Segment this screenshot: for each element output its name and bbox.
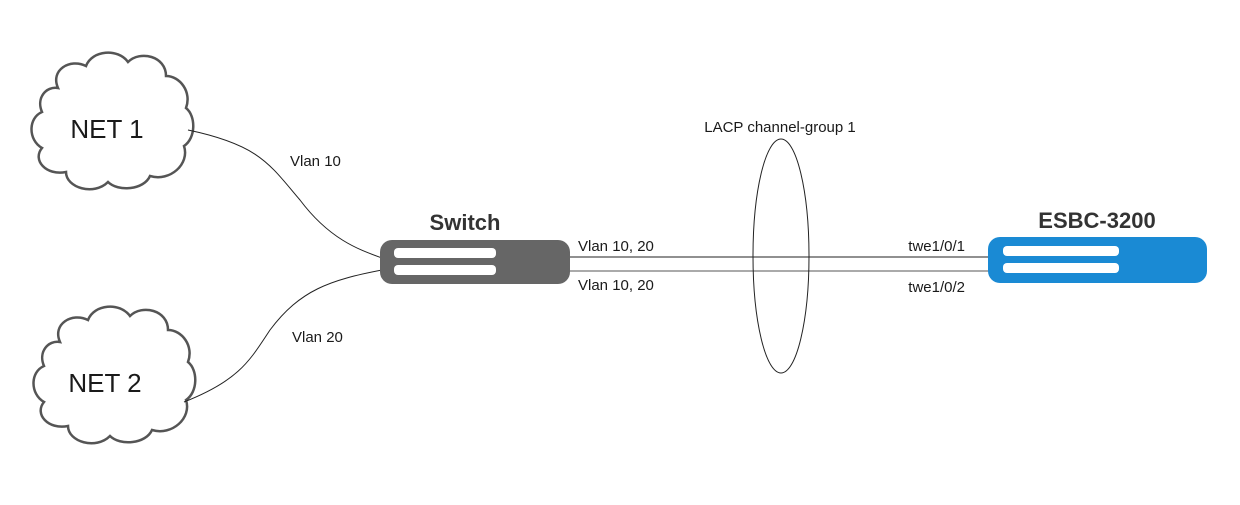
cloud-net1-shape (30, 51, 195, 191)
switch-body (380, 240, 570, 284)
esbc-port-bar-1 (1003, 246, 1119, 256)
vlan20-label: Vlan 20 (292, 329, 343, 346)
switch-title: Switch (430, 210, 501, 235)
cloud-net2-label: NET 2 (68, 368, 141, 398)
switch-port-bar-1 (394, 248, 496, 258)
switch-port-bar-2 (394, 265, 496, 275)
esbc-title: ESBC-3200 (1038, 208, 1155, 233)
port2-label: twe1/0/2 (908, 279, 965, 296)
port1-label: twe1/0/1 (908, 238, 965, 255)
link-net2-switch (183, 269, 383, 403)
cloud-net1-label: NET 1 (70, 114, 143, 144)
esbc-port-bar-2 (1003, 263, 1119, 273)
switch-device: Switch (380, 210, 570, 284)
cloud-net2: NET 2 (32, 305, 197, 445)
cloud-net1: NET 1 (30, 51, 195, 191)
link-net1-switch (187, 129, 383, 259)
cloud-net2-shape (32, 305, 197, 445)
trunk1-vlan-label: Vlan 10, 20 (578, 238, 654, 255)
lacp-label: LACP channel-group 1 (704, 119, 856, 136)
lacp-ellipse (752, 138, 810, 374)
trunk2-vlan-label: Vlan 10, 20 (578, 277, 654, 294)
vlan10-label: Vlan 10 (290, 153, 341, 170)
esbc-body (988, 237, 1207, 283)
esbc-device: ESBC-3200 (988, 208, 1207, 283)
